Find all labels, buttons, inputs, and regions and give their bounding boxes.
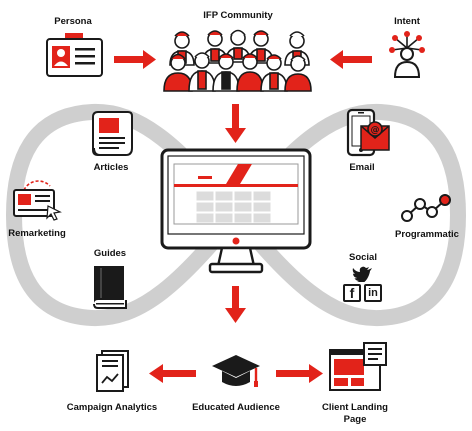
arrow-intent-to-community — [330, 50, 372, 69]
graph-nodes-icon — [401, 194, 451, 222]
id-badge-icon — [46, 33, 103, 77]
report-document-icon — [96, 350, 129, 392]
arrow-audience-to-analytics — [149, 364, 196, 383]
arrow-community-to-monitor — [225, 104, 246, 143]
browser-window-icon — [329, 342, 387, 391]
facebook-icon: f — [343, 284, 361, 302]
programmatic-label: Programmatic — [395, 229, 459, 240]
intent-label: Intent — [394, 16, 420, 27]
graduation-cap-icon — [212, 355, 260, 387]
client-landing-page-label-line1: Client Landing — [322, 402, 388, 413]
articles-label: Articles — [93, 162, 129, 173]
facebook-glyph: f — [349, 285, 355, 301]
guides-label: Guides — [93, 248, 127, 259]
ifp-community-label: IFP Community — [203, 10, 273, 21]
social-label: Social — [349, 252, 377, 263]
people-group-icon — [163, 29, 312, 92]
linkedin-glyph: in — [368, 287, 378, 299]
arrow-audience-to-landing — [276, 364, 323, 383]
educated-audience-label: Educated Audience — [192, 402, 280, 413]
svg-text:@: @ — [371, 126, 380, 136]
book-icon — [93, 266, 127, 309]
arrow-persona-to-community — [114, 50, 156, 69]
client-landing-page-label-line2: Page — [343, 414, 367, 425]
linkedin-icon: in — [364, 284, 382, 302]
twitter-icon — [352, 266, 372, 282]
scroll-document-icon — [92, 111, 133, 156]
persona-label: Persona — [54, 16, 92, 27]
campaign-analytics-label: Campaign Analytics — [66, 402, 158, 413]
remarketing-label: Remarketing — [8, 228, 66, 239]
phone-email-icon: @ — [346, 108, 390, 157]
desktop-monitor-icon — [160, 148, 312, 274]
arrow-monitor-to-audience — [225, 286, 246, 323]
ad-click-icon — [13, 180, 62, 221]
network-person-icon — [389, 31, 425, 78]
email-label: Email — [349, 162, 375, 173]
